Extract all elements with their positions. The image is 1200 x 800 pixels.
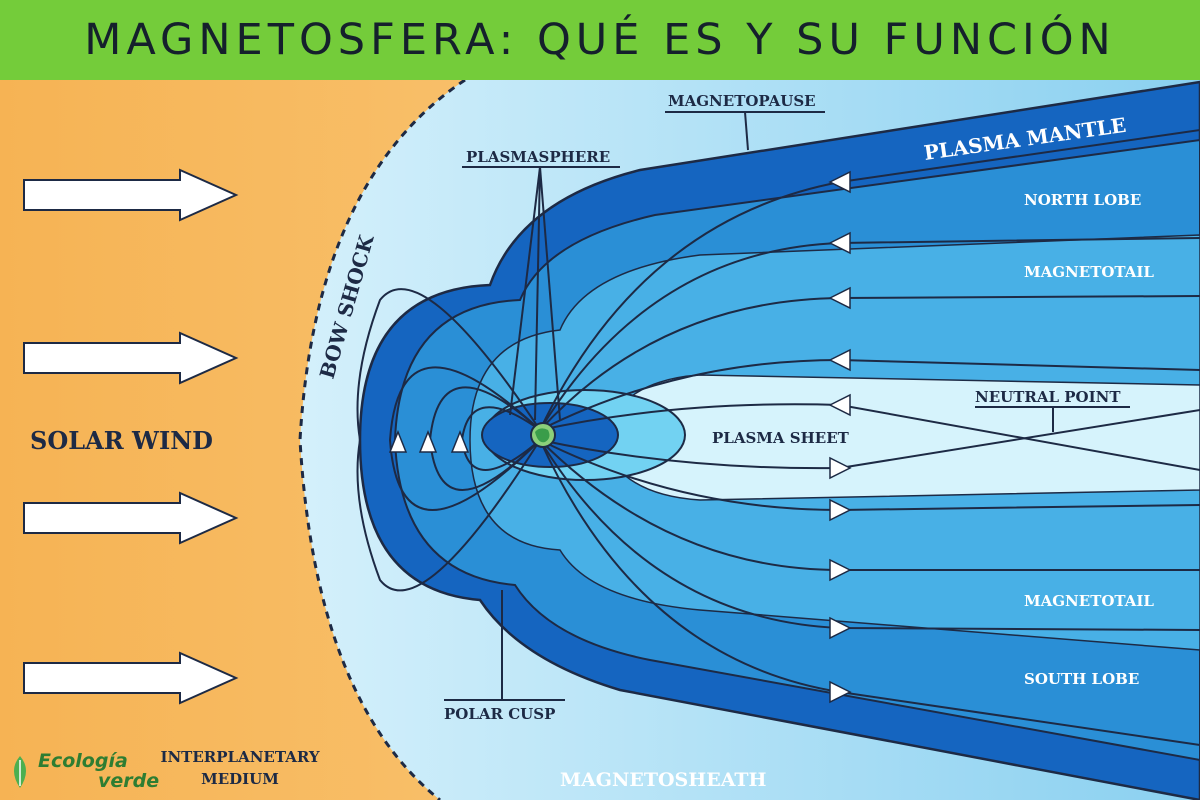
label-polar-cusp: POLAR CUSP	[444, 705, 555, 723]
label-south-lobe: SOUTH LOBE	[1024, 670, 1139, 688]
label-neutral-point: NEUTRAL POINT	[975, 388, 1121, 406]
label-interplanetary-1: INTERPLANETARY	[160, 748, 319, 766]
tail-field-lines	[539, 129, 1200, 746]
leader-lines	[444, 111, 1130, 701]
label-magnetotail-bottom: MAGNETOTAIL	[1024, 592, 1154, 610]
page-title: MAGNETOSFERA: QUÉ ES Y SU FUNCIÓN	[84, 15, 1116, 65]
logo-text-2: verde	[98, 770, 160, 792]
bow-shock-line	[298, 80, 466, 800]
label-plasma-sheet: PLASMA SHEET	[712, 429, 850, 447]
label-magnetotail-top: MAGNETOTAIL	[1024, 263, 1154, 281]
magnetosphere-diagram: SOLAR WIND BOW SHOCK MAGNETOPAUSE PLASMA…	[0, 80, 1200, 800]
title-banner: MAGNETOSFERA: QUÉ ES Y SU FUNCIÓN	[0, 0, 1200, 80]
leaf-icon	[14, 756, 26, 788]
label-solar-wind: SOLAR WIND	[30, 426, 213, 455]
field-direction-arrows	[828, 170, 852, 704]
label-north-lobe: NORTH LOBE	[1024, 191, 1141, 209]
label-magnetopause: MAGNETOPAUSE	[668, 92, 816, 110]
solar-wind-arrows	[23, 168, 239, 705]
ecologia-verde-logo: Ecología verde	[8, 748, 178, 796]
dayside-arrows	[388, 429, 470, 453]
logo-text-1: Ecología	[38, 750, 128, 772]
earth-continents	[535, 428, 550, 443]
label-magnetosheath: MAGNETOSHEATH	[560, 769, 767, 791]
label-interplanetary-2: MEDIUM	[201, 770, 279, 788]
label-plasmasphere: PLASMASPHERE	[466, 148, 610, 166]
